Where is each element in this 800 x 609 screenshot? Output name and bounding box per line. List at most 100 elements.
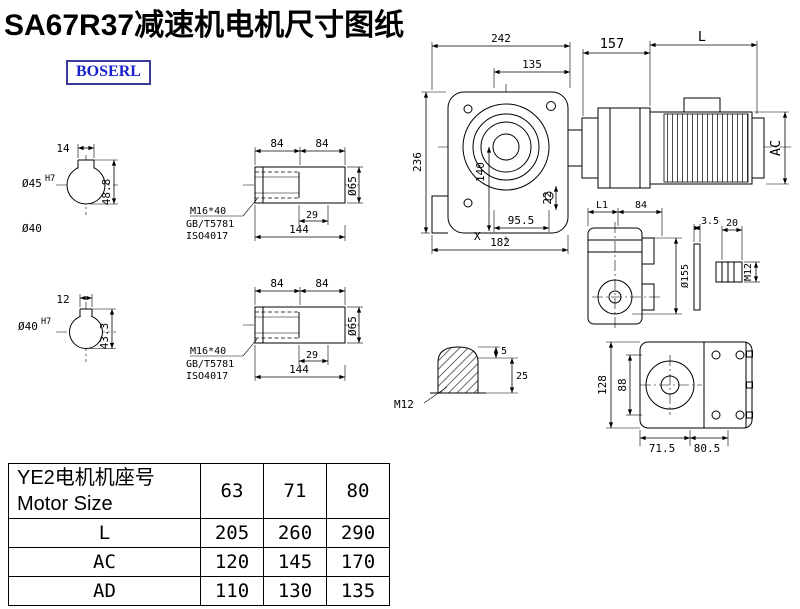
dim-22: 22 — [541, 186, 559, 210]
dim-key-12: 12 — [56, 293, 69, 306]
dim-140: 140 — [474, 147, 492, 231]
frame-size-71: 71 — [263, 463, 327, 519]
output-hub — [431, 195, 448, 234]
dim-71-5-80-5: 71.5 80.5 — [639, 430, 729, 455]
dim-71-5-text: 71.5 — [649, 442, 676, 455]
technical-drawing: 14 Ø45 H7 48.8 Ø40 12 Ø40 H7 — [18, 29, 794, 455]
dim-157-text: 157 — [600, 36, 624, 52]
coupling-body — [254, 166, 346, 204]
side-view: L1 84 Ø155 3.5 20 M12 — [587, 200, 760, 330]
bolt-hole — [463, 104, 473, 114]
label-std-iso-2: ISO4017 — [186, 371, 228, 382]
coupling-shaft-view-1: 84 84 M16*40 GB/T5781 ISO4017 29 144 Ø65 — [186, 137, 363, 242]
dim-128: 128 — [596, 341, 640, 429]
gasket-plate — [693, 243, 701, 311]
stud-bolt — [715, 261, 743, 283]
dim-95-5-text: 95.5 — [508, 214, 535, 227]
dim-top-segments-2: 84 84 — [254, 277, 346, 305]
label-std-iso: ISO4017 — [186, 231, 228, 242]
shaft-end-view-1: 14 Ø45 H7 48.8 Ø40 — [22, 142, 118, 235]
coupling-shaft-view-2: 84 84 M16*40 GB/T5781 ISO4017 29 144 Ø65 — [186, 277, 363, 382]
dim-5: 5 — [478, 346, 518, 359]
input-shaft — [567, 129, 583, 167]
dim-keyway-width-2: 12 — [56, 293, 93, 307]
dim-keyway-height-1: 48.8 — [90, 159, 118, 206]
dim-48-8: 48.8 — [100, 179, 113, 206]
plug-dome — [437, 346, 479, 394]
dim-3-5-text: 3.5 — [701, 216, 719, 227]
dim-182-text: 182 — [490, 236, 510, 249]
dim-dia65-2: Ø65 — [346, 306, 363, 344]
dim-182: 182 — [431, 235, 569, 254]
dim-L1-84: L1 84 — [587, 200, 663, 236]
AD-71: 130 — [263, 576, 327, 606]
brand-text: BOSERL — [76, 63, 141, 80]
dim-84-a2: 84 — [270, 277, 284, 290]
dim-3-5: 3.5 — [693, 216, 719, 242]
row-label-AD: AD — [8, 576, 201, 606]
callout-M12-plug: M12 — [394, 386, 448, 411]
L-80: 290 — [326, 518, 390, 548]
dim-dia-65-b: Ø65 — [346, 316, 359, 336]
header-motor-size-cell: YE2电机机座号 Motor Size — [8, 463, 201, 519]
dim-20-text: 20 — [726, 218, 738, 229]
dim-M12-side-text: M12 — [743, 263, 754, 281]
dim-29-b: 29 — [306, 350, 318, 361]
bolt-hole — [544, 191, 554, 201]
AC-63: 120 — [200, 547, 264, 577]
label-thread: M16*40 — [190, 206, 226, 217]
dim-43-3: 43.3 — [98, 323, 111, 350]
dim-L: L — [650, 29, 758, 114]
dim-84-a: 84 — [270, 137, 284, 150]
label-bore-tol-1: H7 — [45, 174, 55, 184]
bolt-hole — [735, 410, 745, 420]
dim-25: 25 — [480, 357, 528, 394]
label-std-gb: GB/T5781 — [186, 219, 234, 230]
brand-logo: BOSERL — [66, 60, 151, 85]
dim-236-text: 236 — [411, 152, 424, 172]
dim-dia155: Ø155 — [632, 237, 691, 315]
dim-84-b: 84 — [315, 137, 329, 150]
dim-5-text: 5 — [501, 346, 507, 357]
terminal-box — [683, 97, 721, 113]
plug-detail-view: 5 25 M12 — [394, 346, 528, 411]
dim-29-2: 29 — [298, 345, 329, 365]
label-std-gb-2: GB/T5781 — [186, 359, 234, 370]
dim-88: 88 — [616, 354, 642, 416]
label-bore-dia-2: Ø40 — [18, 320, 38, 333]
dim-144-2: 144 — [254, 345, 346, 381]
frame-size-63: 63 — [200, 463, 264, 519]
coupling-body-2 — [254, 306, 346, 344]
table-row-AD: AD 110 130 135 — [8, 576, 390, 606]
bolt-hole — [711, 350, 721, 360]
AC-71: 145 — [263, 547, 327, 577]
AC-80: 170 — [326, 547, 390, 577]
dim-dia65-1: Ø65 — [346, 166, 363, 204]
AD-63: 110 — [200, 576, 264, 606]
dim-29: 29 — [306, 210, 318, 221]
dim-135: 135 — [493, 58, 570, 88]
row-label-AC: AC — [8, 547, 201, 577]
dim-20: 20 — [721, 218, 743, 260]
flange-body — [639, 341, 753, 429]
dim-29-1: 29 — [298, 205, 329, 225]
dim-key-14: 14 — [56, 142, 70, 155]
header-cn: YE2电机机座号 — [17, 467, 155, 489]
dim-84-text: 84 — [635, 200, 647, 211]
bolt-hole — [463, 198, 473, 208]
fan-cover — [751, 117, 765, 179]
row-label-L: L — [8, 518, 201, 548]
dim-dia155-text: Ø155 — [679, 264, 691, 288]
dim-top-segments-1: 84 84 — [254, 137, 346, 165]
dim-keyway-height-2: 43.3 — [89, 308, 116, 350]
dim-95-5: 95.5 — [493, 210, 550, 232]
dim-144-1: 144 — [254, 205, 346, 241]
dim-242: 242 — [431, 32, 571, 90]
frame-size-80: 80 — [326, 463, 390, 519]
coupling-bell — [581, 117, 599, 179]
side-flange-tab — [641, 237, 655, 265]
label-outer-dia: Ø40 — [22, 222, 42, 235]
dim-157: 157 — [582, 36, 651, 116]
dim-242-text: 242 — [491, 32, 511, 45]
motor-flange — [597, 107, 651, 189]
